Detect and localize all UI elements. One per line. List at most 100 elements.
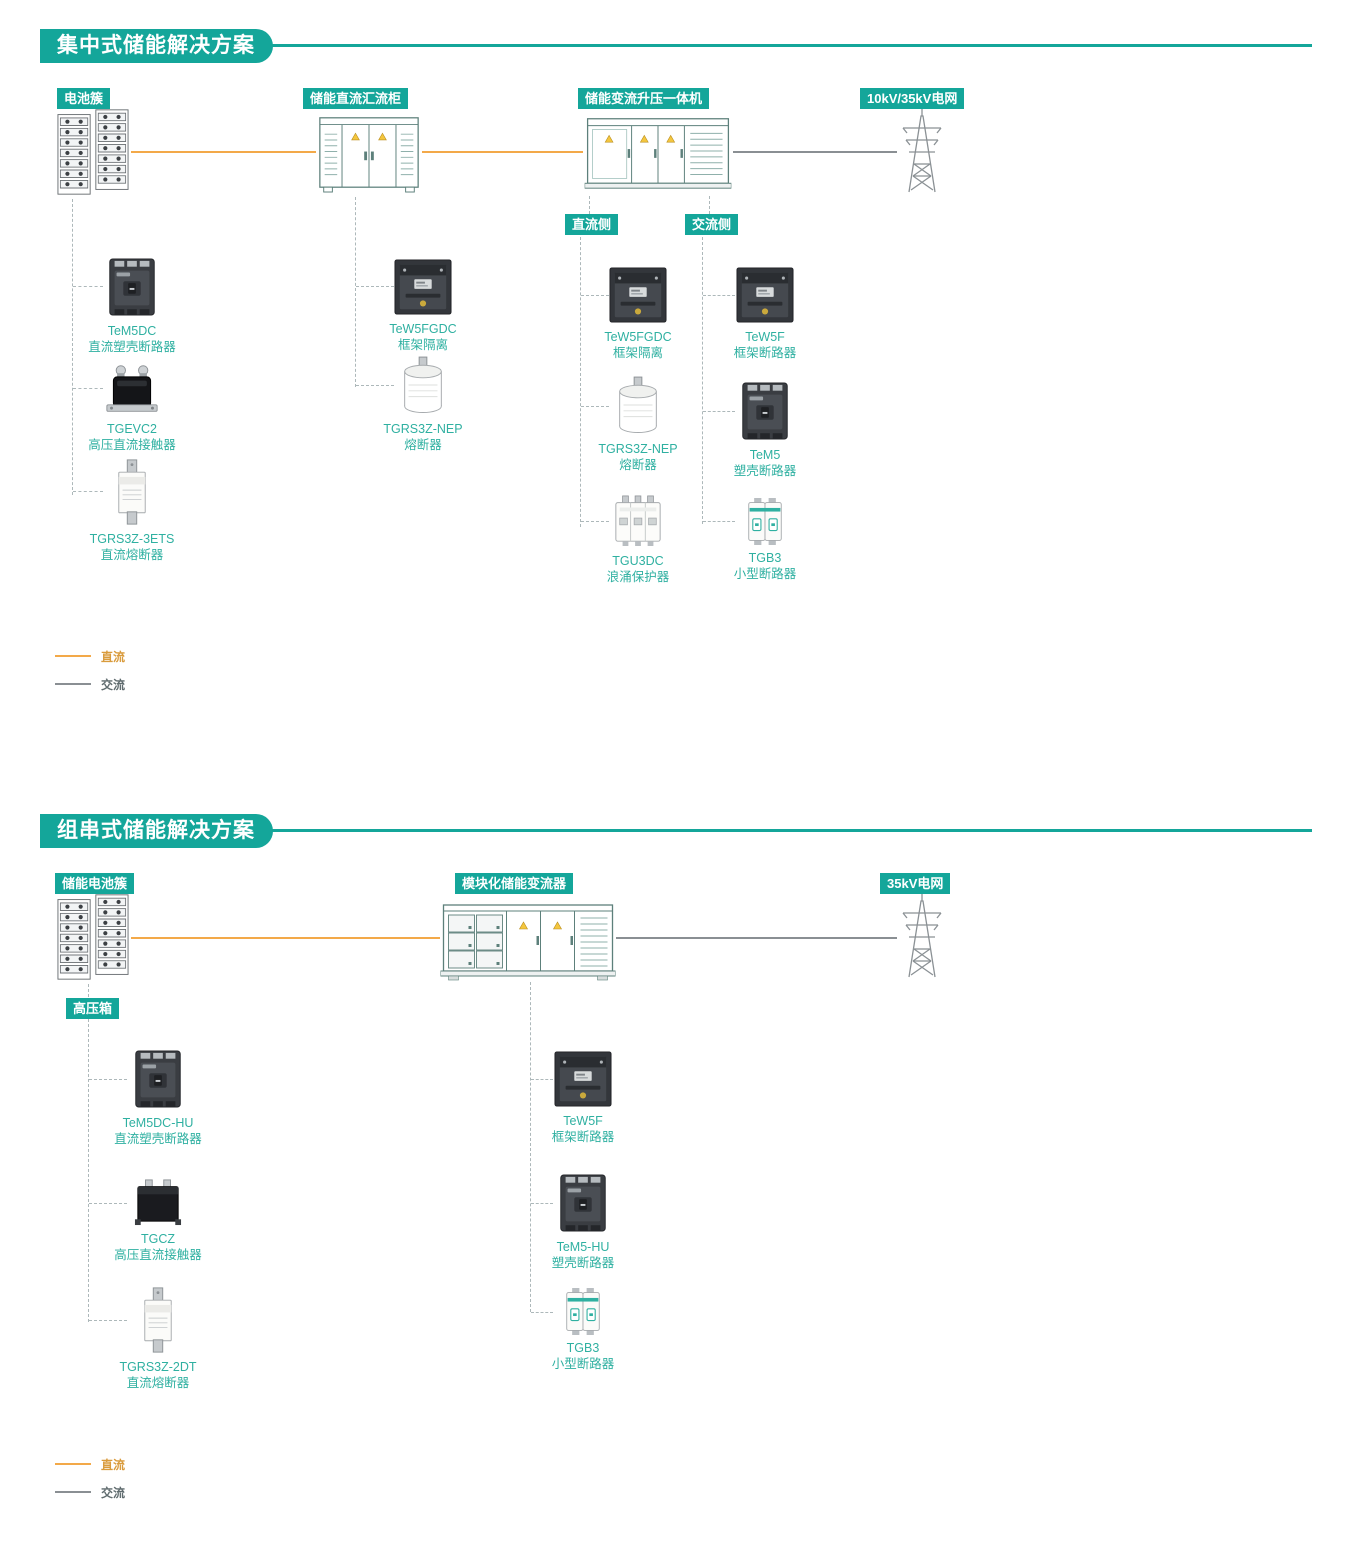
device-tew5fgdc-dc: TeW5FGDC 框架隔离 <box>578 266 698 362</box>
ac-line-swatch <box>55 683 91 685</box>
dashed-connector-v <box>702 237 703 524</box>
device-model: TGCZ <box>140 1232 176 1246</box>
ac-side-badge: 交流侧 <box>685 214 739 235</box>
device-model: TGEVC2 <box>106 422 157 436</box>
pcs-station-icon <box>583 108 733 196</box>
dashed-connector-h <box>73 491 103 492</box>
ac-link-line <box>733 151 897 153</box>
device-desc: 框架隔离 <box>397 338 448 353</box>
device-tem5dc-hu: TeM5DC-HU 直流塑壳断路器 <box>98 1048 218 1148</box>
dashed-connector-h <box>581 406 609 407</box>
dashed-connector-h <box>531 1079 553 1080</box>
dashed-connector-h <box>89 1203 127 1204</box>
legend-section2: 直流 交流 <box>55 1450 125 1506</box>
device-desc: 直流熔断器 <box>100 548 164 563</box>
blade-fuse-icon <box>113 458 151 526</box>
section2-rule <box>40 829 1312 832</box>
device-desc: 熔断器 <box>404 438 442 453</box>
dashed-connector-v <box>530 982 531 1312</box>
modular-pcs-icon <box>440 896 616 981</box>
ac-line-swatch <box>55 1491 91 1493</box>
dc-contactor-icon <box>133 1178 183 1226</box>
cylinder-fuse-icon <box>611 376 665 436</box>
device-model: TGRS3Z-NEP <box>383 422 463 436</box>
mccb-icon <box>129 1048 187 1110</box>
device-tew5f: TeW5F 框架断路器 <box>705 266 825 362</box>
device-desc: 高压直流接触器 <box>88 438 176 453</box>
legend-dc-row: 直流 <box>55 1450 125 1478</box>
device-model: TeW5F <box>563 1114 603 1128</box>
device-tgrs3z-2dt: TGRS3Z-2DT 直流熔断器 <box>98 1286 218 1392</box>
section2-title: 组串式储能解决方案 <box>57 819 255 842</box>
node-grid-label: 10kV/35kV电网 <box>860 88 965 109</box>
legend-dc-label: 直流 <box>101 1457 126 1472</box>
device-model: TGU3DC <box>612 554 664 568</box>
dashed-connector-v <box>355 197 356 387</box>
device-desc: 直流熔断器 <box>126 1376 190 1391</box>
dashed-connector-v <box>589 196 590 214</box>
device-model: TeM5-HU <box>556 1240 610 1254</box>
frame-breaker-icon <box>735 266 795 324</box>
battery-rack-icon <box>55 107 131 197</box>
device-model: TeW5FGDC <box>604 330 672 344</box>
dc-link-line <box>422 151 583 153</box>
device-model: TGB3 <box>566 1341 600 1355</box>
dashed-connector-h <box>581 521 609 522</box>
mccb-icon <box>736 380 794 442</box>
device-model: TGRS3Z-3ETS <box>89 532 175 546</box>
dc-combiner-cabinet-icon <box>316 109 422 196</box>
node-grid35-label: 35kV电网 <box>880 873 951 894</box>
device-tem5-hu: TeM5-HU 塑壳断路器 <box>523 1172 643 1272</box>
device-desc: 小型断路器 <box>733 567 797 582</box>
blade-fuse-icon <box>139 1286 177 1354</box>
device-tem5: TeM5 塑壳断路器 <box>705 380 825 480</box>
legend-ac-row: 交流 <box>55 1478 125 1506</box>
dashed-connector-v <box>709 196 710 214</box>
frame-breaker-icon <box>553 1050 613 1108</box>
device-model: TeM5DC-HU <box>122 1116 194 1130</box>
node-storage-battery-cluster-label: 储能电池簇 <box>55 873 135 894</box>
device-desc: 小型断路器 <box>551 1357 615 1372</box>
mccb-icon <box>103 256 161 318</box>
legend-dc-row: 直流 <box>55 642 125 670</box>
dashed-connector-h <box>356 385 394 386</box>
hv-box-badge: 高压箱 <box>66 998 120 1019</box>
dashed-connector-h <box>581 295 609 296</box>
legend-ac-label: 交流 <box>101 1485 126 1500</box>
device-desc: 直流塑壳断路器 <box>114 1132 202 1147</box>
cylinder-fuse-icon <box>396 356 450 416</box>
device-tgrs3z-nep: TGRS3Z-NEP 熔断器 <box>363 356 483 454</box>
legend-ac-row: 交流 <box>55 670 125 698</box>
device-model: TeM5 <box>749 448 781 462</box>
dc-line-swatch <box>55 655 91 657</box>
device-desc: 直流塑壳断路器 <box>88 340 176 355</box>
frame-breaker-icon <box>393 258 453 316</box>
section1-title: 集中式储能解决方案 <box>57 34 255 57</box>
dc-line-swatch <box>55 1463 91 1465</box>
dashed-connector-h <box>89 1320 127 1321</box>
device-desc: 塑壳断路器 <box>551 1256 615 1271</box>
device-tgevc2: TGEVC2 高压直流接触器 <box>72 362 192 454</box>
device-tgb3: TGB3 小型断路器 <box>705 498 825 583</box>
transmission-tower-icon <box>897 891 947 979</box>
device-desc: 浪涌保护器 <box>606 570 670 585</box>
section1-title-banner: 集中式储能解决方案 <box>40 29 273 63</box>
frame-breaker-icon <box>608 266 668 324</box>
dashed-connector-h <box>703 521 735 522</box>
dashed-connector-h <box>703 411 735 412</box>
device-desc: 熔断器 <box>619 458 657 473</box>
dashed-connector-h <box>531 1312 553 1313</box>
node-dc-combiner-label: 储能直流汇流柜 <box>303 88 409 109</box>
battery-rack-icon <box>55 892 131 982</box>
device-model: TGRS3Z-NEP <box>598 442 678 456</box>
dashed-connector-h <box>531 1203 553 1204</box>
ac-link-line <box>616 937 897 939</box>
device-tgrs3z-nep-dc: TGRS3Z-NEP 熔断器 <box>578 376 698 474</box>
dashed-connector-v <box>72 199 73 495</box>
device-tgu3dc: TGU3DC 浪涌保护器 <box>578 492 698 586</box>
dashed-connector-v <box>88 984 89 1322</box>
dashed-connector-v <box>580 237 581 527</box>
spd-icon <box>612 492 664 548</box>
section2-title-banner: 组串式储能解决方案 <box>40 814 273 848</box>
device-desc: 框架断路器 <box>551 1130 615 1145</box>
